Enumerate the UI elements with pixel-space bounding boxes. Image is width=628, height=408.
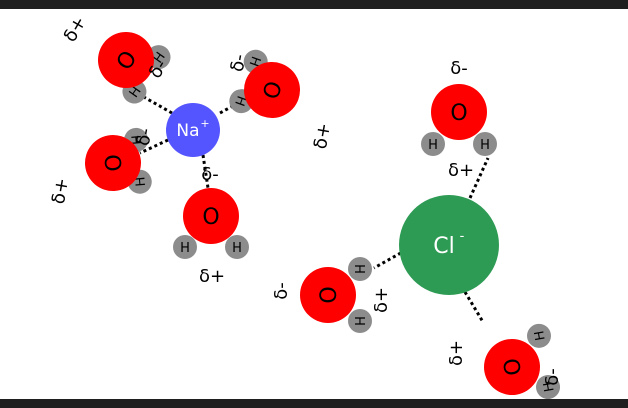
delta-plus-label: δ+ xyxy=(371,287,392,313)
delta-plus-label: δ+ xyxy=(448,160,474,181)
oxygen-atom xyxy=(300,267,356,323)
oxygen-atom xyxy=(98,32,154,88)
delta-minus-label: δ- xyxy=(227,53,251,74)
hydrogen-label: H xyxy=(541,381,557,393)
oxygen-label: O xyxy=(500,356,528,377)
sodium-label: Na xyxy=(176,121,199,141)
delta-plus-label: δ+ xyxy=(48,176,73,205)
hydrogen-label: H xyxy=(428,138,438,153)
water-molecule-na-top-left: H H O xyxy=(98,32,171,104)
chloride-ion: Cl - xyxy=(399,195,499,295)
delta-minus-label: δ- xyxy=(542,368,563,386)
bottom-frame-bar xyxy=(0,399,628,408)
hydrogen-label: H xyxy=(133,176,149,187)
hydrogen-atom xyxy=(225,235,249,259)
hydrogen-atom xyxy=(421,132,445,156)
oxygen-atom xyxy=(85,135,141,191)
hydrogen-atom xyxy=(348,257,372,281)
bond-na-top-left-water xyxy=(134,90,173,115)
oxygen-label: O xyxy=(101,153,127,172)
hydrogen-label: H xyxy=(532,329,548,341)
hydrogen-atom xyxy=(526,323,551,348)
hydrogen-atom xyxy=(536,375,561,400)
hydrogen-label: H xyxy=(354,264,369,274)
delta-plus-label: δ+ xyxy=(310,121,335,150)
bond-cl-bottom-water xyxy=(463,291,485,323)
water-molecule-cl-bottom: H H O xyxy=(484,323,561,400)
water-molecule-na-left: H H O xyxy=(85,127,152,194)
bond-na-left-water xyxy=(139,138,169,155)
hydrogen-label: H xyxy=(232,241,242,256)
sodium-atom xyxy=(166,103,220,157)
partial-charge-labels: δ+ δ- δ- δ+ δ- δ+ δ- δ+ δ- δ+ δ- δ+ δ+ δ… xyxy=(48,13,563,386)
oxygen-atom xyxy=(244,62,300,118)
delta-plus-label: δ+ xyxy=(446,340,467,366)
water-molecule-cl-left: H H O xyxy=(300,257,372,333)
delta-minus-label: δ- xyxy=(201,164,219,185)
hydrogen-atom xyxy=(173,235,197,259)
sodium-ion: Na + xyxy=(166,103,220,157)
water-molecule-cl-top: H H O xyxy=(421,84,497,156)
hydrogen-label: H xyxy=(246,54,263,68)
oxygen-atom xyxy=(431,84,487,140)
bond-cl-top-water xyxy=(468,157,490,199)
delta-minus-label: δ- xyxy=(133,127,157,148)
chloride-charge: - xyxy=(460,229,465,244)
oxygen-atom xyxy=(484,339,540,395)
water-molecule-na-top-right: H H O xyxy=(229,49,300,118)
oxygen-label: O xyxy=(202,205,219,230)
sodium-charge: + xyxy=(200,117,209,130)
delta-plus-label: δ+ xyxy=(60,13,91,46)
delta-minus-label: δ- xyxy=(450,58,468,79)
hydrogen-label: H xyxy=(130,134,146,145)
hydrogen-label: H xyxy=(354,316,369,326)
water-molecule-na-bottom: H H O xyxy=(173,188,249,259)
oxygen-label: O xyxy=(450,101,467,126)
hydrogen-atom xyxy=(473,132,497,156)
chloride-label: Cl xyxy=(433,234,454,259)
hydrogen-atom xyxy=(348,309,372,333)
delta-plus-label: δ+ xyxy=(199,266,225,287)
delta-minus-label: δ- xyxy=(271,282,292,300)
hydrogen-label: H xyxy=(480,138,490,153)
hydrogen-label: H xyxy=(231,94,248,108)
top-frame-bar xyxy=(0,0,628,9)
chloride-atom xyxy=(399,195,499,295)
oxygen-label: O xyxy=(317,286,342,303)
oxygen-atom xyxy=(183,188,239,244)
hydrogen-label: H xyxy=(180,241,190,256)
